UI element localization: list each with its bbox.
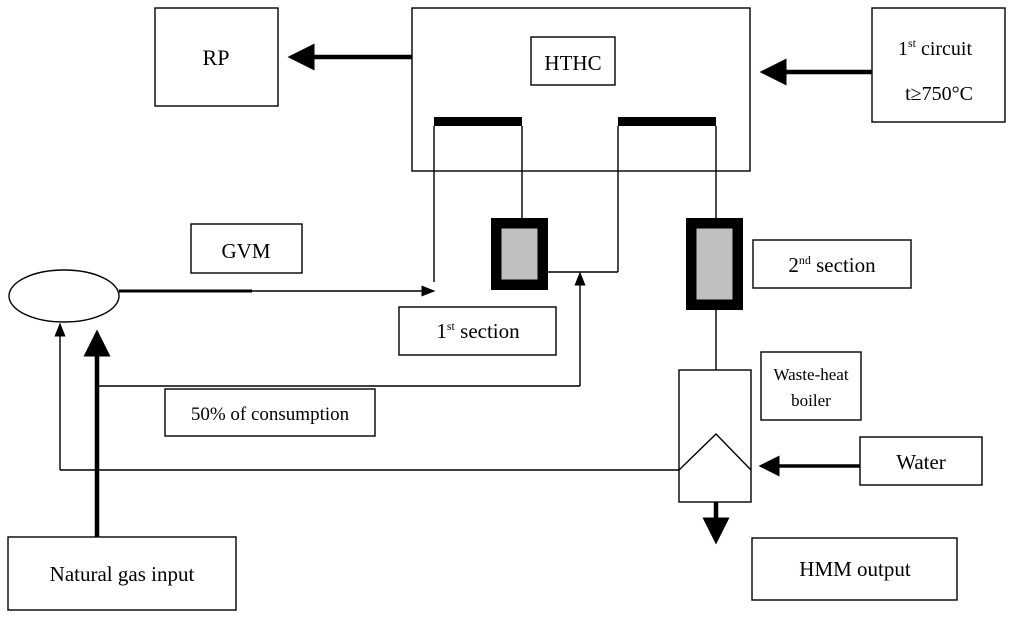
natural-gas-input-box: Natural gas input — [7, 536, 237, 611]
hmm-output-label: HMM output — [799, 557, 911, 581]
water-label: Water — [896, 450, 946, 474]
second-section-box: 2nd section — [752, 239, 912, 289]
natural-gas-input-label: Natural gas input — [50, 562, 195, 586]
gas-mixer-ellipse — [8, 269, 120, 323]
waste-heat-boiler-line2: boiler — [791, 391, 831, 410]
rp-box: RP — [154, 7, 279, 107]
waste-heat-boiler-line1: Waste-heat — [773, 365, 848, 384]
consumption-label: 50% of consumption — [191, 404, 350, 425]
first-circuit-line1: 1st circuit — [898, 36, 973, 60]
water-box: Water — [859, 436, 983, 486]
consumption-box: 50% of consumption — [164, 388, 376, 437]
first-section-label: 1st section — [436, 319, 520, 343]
hthc-box: HTHC — [411, 7, 751, 172]
boiler-coil — [678, 433, 752, 471]
gvm-label: GVM — [221, 239, 270, 263]
first-section-box: 1st section — [398, 306, 557, 356]
heat-exchanger-bar-left — [434, 117, 522, 126]
first-section-element — [491, 218, 548, 290]
gvm-box: GVM — [190, 223, 303, 274]
waste-heat-boiler-label-box: Waste-heat boiler — [760, 351, 862, 421]
rp-label: RP — [203, 45, 230, 70]
first-circuit-box: 1st circuit t≥750°C — [871, 7, 1006, 123]
second-section-element — [686, 218, 743, 310]
heat-exchanger-bar-right — [618, 117, 716, 126]
second-section-label: 2nd section — [788, 253, 876, 277]
hmm-output-box: HMM output — [751, 537, 958, 601]
hthc-label: HTHC — [544, 51, 601, 75]
hthc-label-frame — [530, 36, 616, 86]
first-circuit-temperature: t≥750°C — [905, 83, 973, 105]
waste-heat-boiler — [678, 369, 752, 503]
